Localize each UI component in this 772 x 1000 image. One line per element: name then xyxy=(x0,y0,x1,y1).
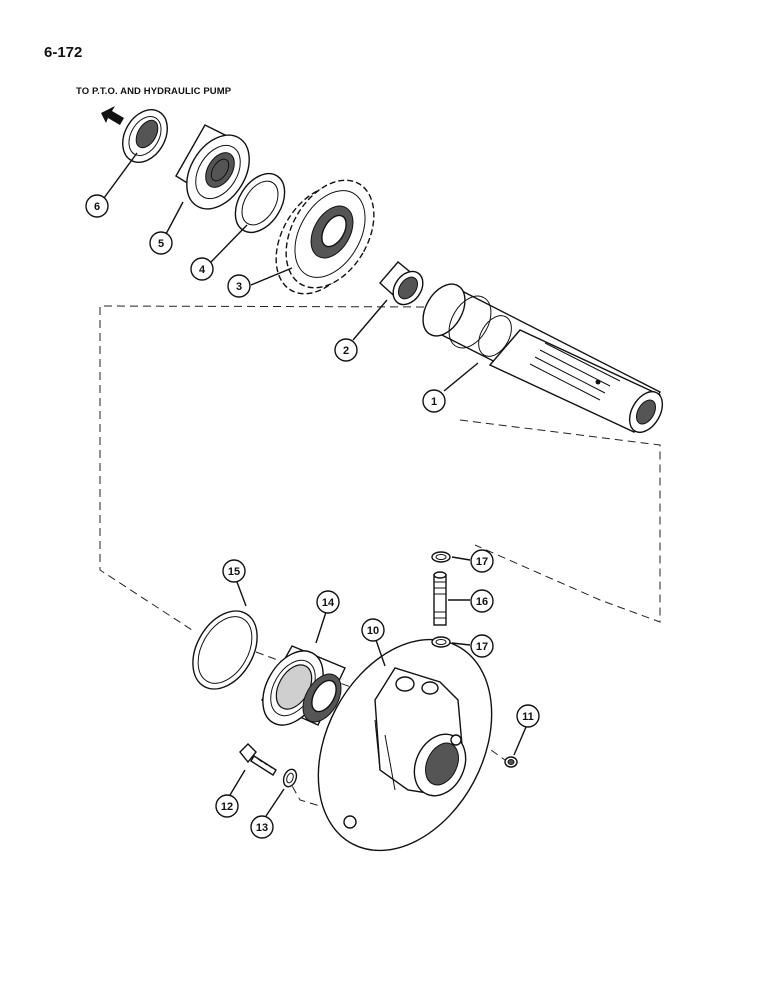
part-17-o-ring-lower xyxy=(431,636,451,648)
part-17-o-ring-upper xyxy=(431,551,451,563)
callout-3-label: 3 xyxy=(236,281,242,293)
callout-5-label: 5 xyxy=(158,238,164,250)
callout-10: 10 xyxy=(361,618,385,642)
callout-12-label: 12 xyxy=(221,801,233,813)
callout-15: 15 xyxy=(222,559,246,583)
callout-1: 1 xyxy=(422,389,446,413)
callout-6-label: 6 xyxy=(94,201,100,213)
callout-1-label: 1 xyxy=(431,396,437,408)
callout-10-label: 10 xyxy=(367,625,379,637)
part-15-snap-ring xyxy=(192,610,258,690)
direction-arrow-icon xyxy=(101,106,124,125)
callout-13: 13 xyxy=(250,815,274,839)
callout-16-label: 16 xyxy=(476,596,488,608)
callout-16: 16 xyxy=(470,589,494,613)
callout-4: 4 xyxy=(190,257,214,281)
callout-14: 14 xyxy=(316,590,340,614)
callout-17-lower: 17 xyxy=(470,634,494,658)
part-16-stud xyxy=(433,571,447,626)
part-14-bearing xyxy=(261,645,346,726)
callout-13-label: 13 xyxy=(256,822,268,834)
part-2-sleeve xyxy=(379,261,424,306)
part-6-seal xyxy=(122,109,168,163)
part-12-bolt xyxy=(239,743,277,776)
callout-5: 5 xyxy=(149,231,173,255)
callout-17-upper: 17 xyxy=(470,549,494,573)
part-4-washer xyxy=(234,172,286,234)
callout-11: 11 xyxy=(516,704,540,728)
callout-6: 6 xyxy=(85,194,109,218)
part-10-housing xyxy=(317,638,493,852)
part-1-shaft xyxy=(422,283,664,433)
direction-caption: TO P.T.O. AND HYDRAULIC PUMP xyxy=(76,86,232,97)
part-3-gear xyxy=(275,179,375,295)
callout-17-upper-label: 17 xyxy=(476,556,488,568)
part-13-lock-washer xyxy=(282,768,298,788)
callout-15-label: 15 xyxy=(228,566,240,578)
callout-3: 3 xyxy=(227,274,251,298)
callout-2-label: 2 xyxy=(343,345,349,357)
part-5-bearing xyxy=(175,124,250,210)
callout-11-label: 11 xyxy=(522,711,534,723)
callout-12: 12 xyxy=(215,794,239,818)
callout-17-lower-label: 17 xyxy=(476,641,488,653)
page-number: 6-172 xyxy=(44,44,83,61)
callout-4-label: 4 xyxy=(199,264,206,276)
part-11-plug xyxy=(504,756,518,768)
callout-leader-lines xyxy=(103,152,527,817)
callout-14-label: 14 xyxy=(322,597,335,609)
callout-2: 2 xyxy=(334,338,358,362)
